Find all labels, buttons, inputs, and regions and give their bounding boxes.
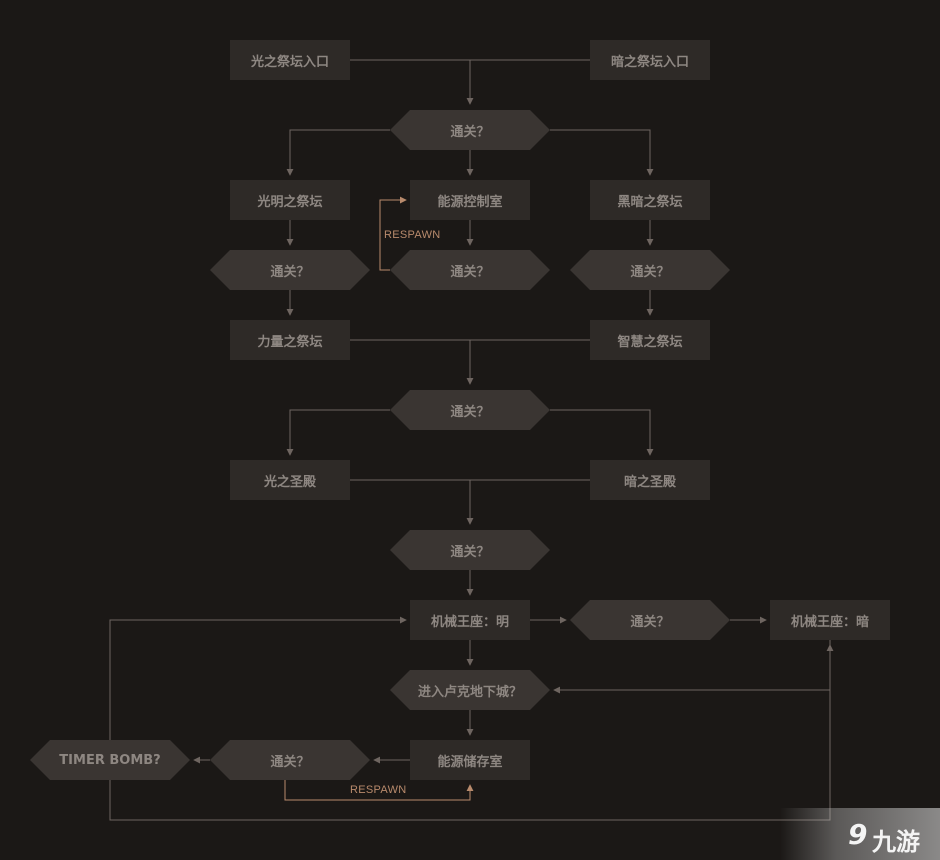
light-altar-entrance-node: 光之祭坛入口 [230, 40, 350, 80]
wisdom-altar-node: 智慧之祭坛 [590, 320, 710, 360]
enter-dungeon-check: 进入卢克地下城？ [390, 670, 550, 710]
power-altar-node: 力量之祭坛 [230, 320, 350, 360]
mech-throne-light-node: 机械王座：明 [410, 600, 530, 640]
power-storage-room-node: 能源储存室 [410, 740, 530, 780]
clear-check-right: 通关？ [570, 250, 730, 290]
clear-check-left: 通关？ [210, 250, 370, 290]
mech-throne-dark-node: 机械王座：暗 [770, 600, 890, 640]
respawn-label-bottom: RESPAWN [350, 784, 407, 796]
clear-check-3: 通关？ [390, 530, 550, 570]
watermark-band [780, 808, 940, 860]
clear-check-2: 通关？ [390, 390, 550, 430]
clear-check-mid: 通关？ [390, 250, 550, 290]
clear-check-5: 通关？ [210, 740, 370, 780]
watermark-logo-icon: 9 [848, 818, 868, 851]
dark-altar-node: 黑暗之祭坛 [590, 180, 710, 220]
light-temple-node: 光之圣殿 [230, 460, 350, 500]
timer-bomb-check: TIMER BOMB? [30, 740, 190, 780]
clear-check-1: 通关？ [390, 110, 550, 150]
watermark-text: 九游 [872, 828, 920, 856]
dark-altar-entrance-node: 暗之祭坛入口 [590, 40, 710, 80]
dark-temple-node: 暗之圣殿 [590, 460, 710, 500]
respawn-label-top: RESPAWN [384, 229, 441, 241]
power-control-room-node: 能源控制室 [410, 180, 530, 220]
clear-check-4: 通关？ [570, 600, 730, 640]
light-altar-node: 光明之祭坛 [230, 180, 350, 220]
